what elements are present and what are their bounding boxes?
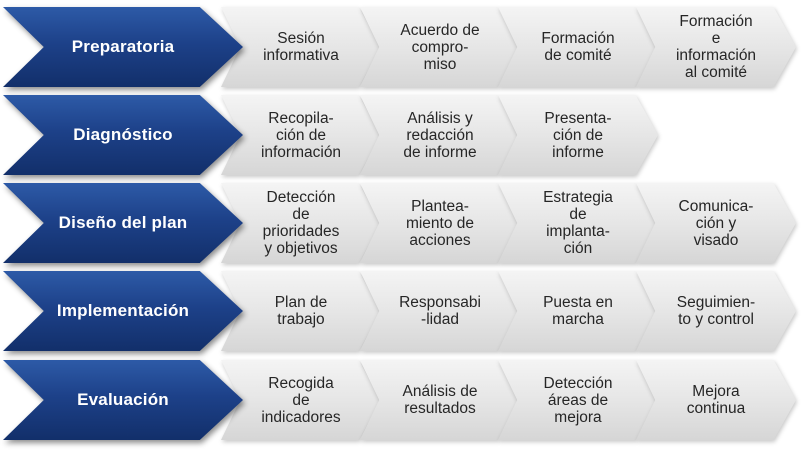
step-chevron: Formación e información al comité [636,7,796,87]
phase-label: Diagnóstico [73,125,173,144]
step-chevron: Análisis de resultados [360,360,520,440]
step-chevron-shape [221,95,381,175]
step-label: Sesión informativa [263,30,339,64]
step-chevron-shape [636,183,796,263]
step-label: Detección áreas de mejora [543,374,613,426]
step-label: Mejora continua [686,383,746,417]
step-chevron-shape [636,271,796,351]
step-label: Acuerdo de compro- miso [400,21,480,73]
step-label: Seguimien- to y control [676,294,756,328]
step-label: Recopila- ción de información [260,109,342,161]
step-chevron-shape [221,7,381,87]
step-chevron-shape [221,183,381,263]
step-chevron-shape [360,183,520,263]
phase-row: Recopila- ción de información Análisis y … [0,95,803,175]
step-chevron-shape [636,7,796,87]
phase-chevron: Implementación [3,271,243,351]
phase-row: Recogida de indicadores Análisis de resul… [0,360,803,440]
step-label: Estrategia de implanta- ción [543,189,613,257]
phase-chevron: Preparatoria [3,7,243,87]
step-chevron-shape [360,271,520,351]
step-chevron-shape [360,360,520,440]
step-chevron-shape [221,360,381,440]
step-label: Presenta- ción de informe [544,109,612,161]
step-label: Comunica- ción y visado [678,197,754,249]
step-label: Plantea- miento de acciones [405,197,475,249]
step-chevron-shape [498,95,658,175]
step-chevron: Plantea- miento de acciones [360,183,520,263]
step-chevron: Formación de comité [498,7,658,87]
step-label: Análisis de resultados [402,383,478,417]
phase-row: Plan de trabajo Responsabi -lidad Puesta e… [0,271,803,351]
phase-label: Evaluación [77,390,169,409]
step-label: Formación e información al comité [675,13,757,81]
step-chevron-shape [360,95,520,175]
phase-chevron: Diseño del plan [3,183,243,263]
step-chevron: Estrategia de implanta- ción [498,183,658,263]
phase-chevron: Evaluación [3,360,243,440]
step-chevron: Seguimien- to y control [636,271,796,351]
phase-row: Sesión informativa Acuerdo de compro- mis… [0,7,803,87]
step-chevron: Detección de prioridades y objetivos [221,183,381,263]
phase-label: Preparatoria [71,37,175,56]
step-label: Puesta en marcha [543,294,613,328]
step-label: Detección de prioridades y objetivos [262,189,340,257]
step-chevron-shape [498,360,658,440]
step-label: Responsabi -lidad [399,294,481,328]
step-label: Formación de comité [541,30,615,64]
step-chevron: Sesión informativa [221,7,381,87]
step-label: Plan de trabajo [274,294,328,328]
step-chevron: Recopila- ción de información [221,95,381,175]
step-chevron: Detección áreas de mejora [498,360,658,440]
phase-label: Diseño del plan [58,213,188,232]
phase-row: Detección de prioridades y objetivos Plan… [0,183,803,263]
step-chevron: Presenta- ción de informe [498,95,658,175]
phase-label: Implementación [56,301,190,320]
step-chevron: Comunica- ción y visado [636,183,796,263]
step-chevron: Mejora continua [636,360,796,440]
step-chevron-shape [636,360,796,440]
step-chevron: Puesta en marcha [498,271,658,351]
step-chevron-shape [498,183,658,263]
step-chevron: Responsabi -lidad [360,271,520,351]
step-chevron: Análisis y redacción de informe [360,95,520,175]
step-chevron-shape [498,271,658,351]
step-chevron-shape [360,7,520,87]
step-chevron: Recogida de indicadores [221,360,381,440]
step-chevron: Plan de trabajo [221,271,381,351]
step-chevron-shape [221,271,381,351]
step-label: Análisis y redacción de informe [403,109,477,161]
phase-chevron: Diagnóstico [3,95,243,175]
step-label: Recogida de indicadores [261,374,341,426]
step-chevron: Acuerdo de compro- miso [360,7,520,87]
step-chevron-shape [498,7,658,87]
